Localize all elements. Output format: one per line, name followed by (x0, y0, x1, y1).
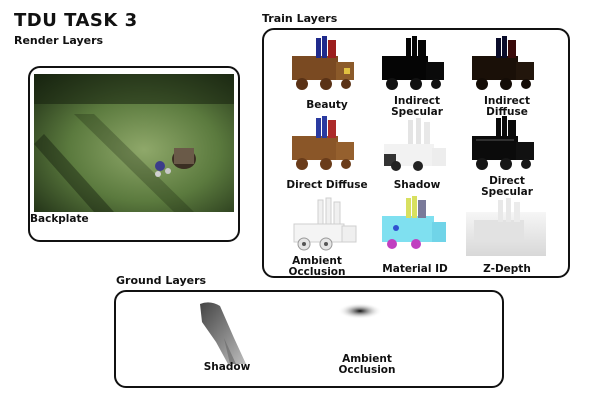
ground-ambient-occlusion-thumbnail (338, 303, 382, 319)
material-id-thumbnail (382, 196, 446, 249)
train-layer-shadow: Shadow (393, 179, 441, 191)
ground-layers-panel: Shadow Ambient Occlusion (114, 290, 504, 388)
backplate-image (34, 74, 234, 212)
train-layer-direct-specular: Direct Specular (481, 175, 533, 198)
backplate-panel: Backplate (28, 66, 240, 242)
train-shadow-thumbnail (384, 118, 446, 171)
train-layer-beauty: Beauty (306, 99, 348, 111)
page-subtitle: Render Layers (14, 34, 104, 47)
train-layer-indirect-specular: Indirect Specular (391, 95, 443, 118)
train-layer-ambient-occlusion: Ambient Occlusion (288, 255, 346, 278)
backplate-label: Backplate (30, 213, 89, 225)
z-depth-thumbnail (466, 198, 546, 256)
train-layer-z-depth: Z-Depth (483, 263, 531, 275)
indirect-specular-thumbnail (382, 36, 444, 90)
ground-layer-shadow: Shadow (203, 361, 251, 373)
ground-layers-label: Ground Layers (116, 274, 207, 287)
train-layer-indirect-diffuse: Indirect Diffuse (483, 95, 531, 118)
train-ambient-occlusion-thumbnail (293, 197, 357, 251)
direct-specular-thumbnail (472, 116, 534, 170)
direct-diffuse-thumbnail (292, 116, 354, 170)
ground-shadow-thumbnail (200, 302, 246, 364)
train-layers-panel: Beauty Indirect Specular Indirect Diffus… (262, 28, 570, 278)
page-title: TDU TASK 3 (14, 10, 138, 31)
ground-layer-ambient-occlusion: Ambient Occlusion (338, 353, 396, 376)
beauty-thumbnail (292, 36, 354, 90)
train-layer-material-id: Material ID (382, 263, 448, 275)
indirect-diffuse-thumbnail (472, 36, 534, 90)
train-layers-label: Train Layers (262, 12, 338, 25)
train-layer-direct-diffuse: Direct Diffuse (286, 179, 368, 191)
